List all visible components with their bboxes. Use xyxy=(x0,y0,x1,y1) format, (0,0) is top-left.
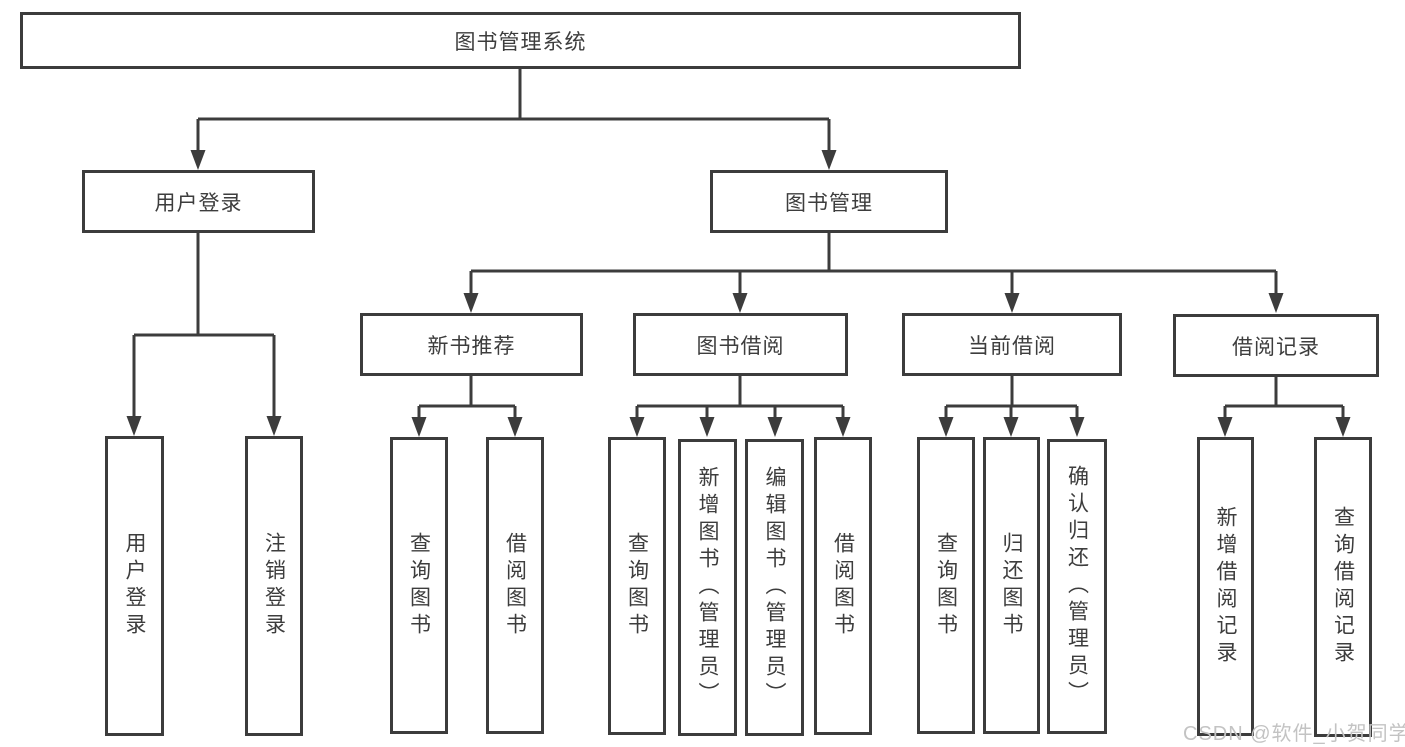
leaf-borrow-book: 借阅图书 xyxy=(814,437,872,735)
leaf-label: 查询借阅记录 xyxy=(1331,506,1355,668)
leaf-query-book-recommend: 查询图书 xyxy=(390,437,448,734)
leaf-label: 查询图书 xyxy=(625,532,649,640)
edge-user-login-to-leaves xyxy=(126,233,282,436)
leaf-query-book-borrow: 查询图书 xyxy=(608,437,666,735)
arrowhead xyxy=(266,416,282,436)
arrowhead xyxy=(190,150,206,170)
leaf-edit-book-admin: 编辑图书（管理员） xyxy=(745,439,804,736)
arrowhead xyxy=(411,417,427,437)
arrowhead xyxy=(629,417,645,437)
leaf-label: 借阅图书 xyxy=(831,532,855,640)
arrowhead xyxy=(1004,293,1020,313)
arrowhead xyxy=(767,417,783,437)
leaf-label: 查询图书 xyxy=(934,531,958,640)
arrowhead xyxy=(835,417,851,437)
leaf-return-book: 归还图书 xyxy=(983,437,1040,734)
leaf-add-book-admin: 新增图书（管理员） xyxy=(678,439,737,736)
leaf-label: 查询图书 xyxy=(407,531,431,640)
leaf-user-login: 用户登录 xyxy=(105,436,164,736)
arrowhead xyxy=(1335,417,1351,437)
leaf-label: 编辑图书（管理员） xyxy=(763,466,786,709)
leaf-add-borrow-record: 新增借阅记录 xyxy=(1197,437,1254,736)
arrowhead xyxy=(463,293,479,313)
leaf-query-borrow-record: 查询借阅记录 xyxy=(1314,437,1372,737)
arrowhead xyxy=(1217,417,1233,437)
node-label: 图书借阅 xyxy=(696,334,785,358)
arrowhead xyxy=(1003,417,1019,437)
arrowhead xyxy=(699,417,715,437)
node-label: 借阅记录 xyxy=(1232,335,1320,359)
node-new-book-recommend: 新书推荐 xyxy=(360,313,583,376)
leaf-label: 确认归还（管理员） xyxy=(1065,465,1089,708)
node-book-management: 图书管理 xyxy=(710,170,948,233)
edge-borrow-records-to-leaves xyxy=(1217,377,1351,437)
leaf-label: 新增借阅记录 xyxy=(1214,505,1237,668)
edge-new-book-recommend-to-leaves xyxy=(411,376,523,437)
node-root-label: 图书管理系统 xyxy=(454,30,587,54)
node-root: 图书管理系统 xyxy=(20,12,1021,69)
leaf-label: 借阅图书 xyxy=(503,531,527,640)
edge-book-management-to-level3 xyxy=(463,233,1284,313)
leaf-confirm-return-admin: 确认归还（管理员） xyxy=(1047,439,1107,734)
leaf-query-book-current: 查询图书 xyxy=(917,437,975,734)
arrowhead xyxy=(821,150,837,170)
node-label: 新书推荐 xyxy=(427,334,516,358)
node-label: 图书管理 xyxy=(785,191,873,215)
leaf-label: 注销登录 xyxy=(262,532,286,640)
node-user-login: 用户登录 xyxy=(82,170,315,233)
edge-root-to-level2 xyxy=(190,69,837,170)
node-current-borrow: 当前借阅 xyxy=(902,313,1122,376)
arrowhead xyxy=(1069,417,1085,437)
arrowhead xyxy=(126,416,142,436)
edge-current-borrow-to-leaves xyxy=(938,376,1085,437)
leaf-label: 归还图书 xyxy=(1000,531,1023,640)
arrowhead xyxy=(507,417,523,437)
node-borrow-records: 借阅记录 xyxy=(1173,314,1379,377)
arrowhead xyxy=(732,293,748,313)
arrowhead xyxy=(938,417,954,437)
edge-book-borrow-to-leaves xyxy=(629,376,851,437)
leaf-label: 用户登录 xyxy=(123,532,146,640)
node-book-borrow: 图书借阅 xyxy=(633,313,848,376)
node-label: 当前借阅 xyxy=(968,334,1056,358)
leaf-label: 新增图书（管理员） xyxy=(696,466,719,709)
node-label: 用户登录 xyxy=(154,191,243,215)
leaf-logout: 注销登录 xyxy=(245,436,303,736)
leaf-borrow-book-recommend: 借阅图书 xyxy=(486,437,544,734)
watermark: CSDN @软件_小贺同学 xyxy=(1183,723,1405,745)
arrowhead xyxy=(1268,293,1284,313)
